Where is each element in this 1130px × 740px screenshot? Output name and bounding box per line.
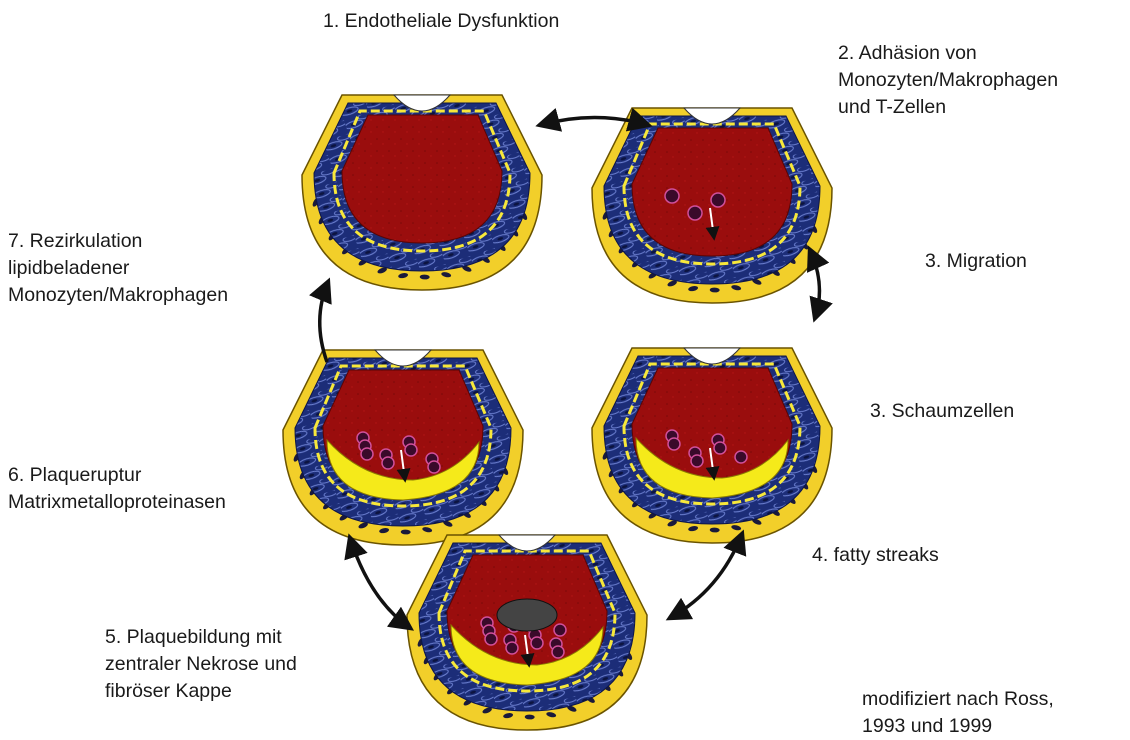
label-line: Monozyten/Makrophagen	[838, 67, 1058, 94]
foam-cell	[665, 189, 679, 203]
label-line: 3. Migration	[925, 248, 1027, 275]
label-stage-2: 2. Adhäsion von Monozyten/Makrophagen un…	[838, 40, 1058, 121]
vessel-stage-6	[283, 350, 523, 545]
foam-cell	[382, 457, 394, 469]
source-note-line: 1993 und 1999	[862, 713, 1054, 740]
arrow-3-to-5	[670, 534, 742, 618]
foam-cell	[691, 455, 703, 467]
label-line: fibröser Kappe	[105, 678, 297, 705]
label-stage-5: 5. Plaquebildung mit zentraler Nekrose u…	[105, 624, 297, 705]
foam-cell	[428, 461, 440, 473]
label-line: 1. Endotheliale Dysfunktion	[323, 8, 559, 35]
label-stage-3-migration: 3. Migration	[925, 248, 1027, 275]
label-stage-3-foam-cells: 3. Schaumzellen	[870, 398, 1014, 425]
label-line: Monozyten/Makrophagen	[8, 282, 228, 309]
label-line: zentraler Nekrose und	[105, 651, 297, 678]
foam-cell	[531, 637, 543, 649]
label-stage-7: 7. Rezirkulation lipidbeladener Monozyte…	[8, 228, 228, 309]
label-line: Matrixmetalloproteinasen	[8, 489, 226, 516]
vessel-stage-1	[302, 95, 542, 290]
foam-cell	[405, 444, 417, 456]
foam-cell	[688, 206, 702, 220]
foam-cell	[554, 624, 566, 636]
foam-cell	[506, 642, 518, 654]
vessel-lumen	[342, 115, 502, 243]
label-stage-6: 6. Plaqueruptur Matrixmetalloproteinasen	[8, 462, 226, 516]
label-line: 4. fatty streaks	[812, 542, 939, 569]
source-note-line: modifiziert nach Ross,	[862, 686, 1054, 713]
vessel-lumen	[632, 128, 792, 256]
label-stage-1: 1. Endotheliale Dysfunktion	[323, 8, 559, 35]
source-note: modifiziert nach Ross, 1993 und 1999	[862, 686, 1054, 740]
label-line: 6. Plaqueruptur	[8, 462, 226, 489]
foam-cell	[711, 193, 725, 207]
vessel-stage-3	[592, 348, 832, 543]
label-line: 7. Rezirkulation	[8, 228, 228, 255]
foam-cell	[485, 633, 497, 645]
foam-cell	[668, 438, 680, 450]
label-line: lipidbeladener	[8, 255, 228, 282]
label-line: 3. Schaumzellen	[870, 398, 1014, 425]
label-line: 5. Plaquebildung mit	[105, 624, 297, 651]
label-line: und T-Zellen	[838, 94, 1058, 121]
necrotic-core	[497, 599, 557, 631]
vessel-stage-2	[592, 108, 832, 303]
arrow-5-to-6	[350, 538, 410, 628]
vessel-stage-5	[407, 535, 647, 730]
foam-cell	[361, 448, 373, 460]
foam-cell	[735, 451, 747, 463]
label-stage-4: 4. fatty streaks	[812, 542, 939, 569]
foam-cell	[552, 646, 564, 658]
foam-cell	[714, 442, 726, 454]
label-line: 2. Adhäsion von	[838, 40, 1058, 67]
